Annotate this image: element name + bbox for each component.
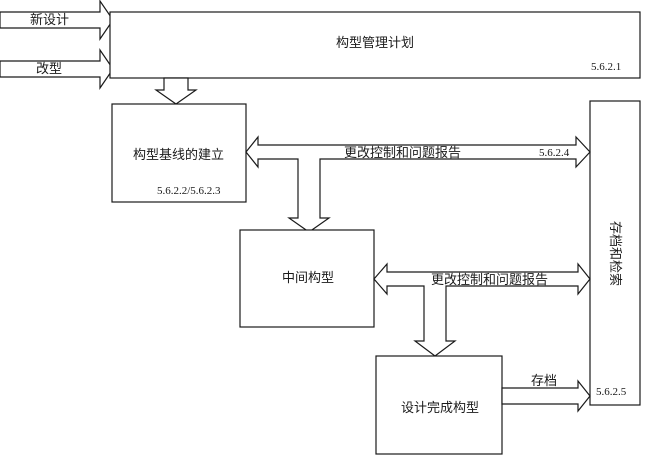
archive-section-number: 5.6.2.5 <box>596 386 627 398</box>
baseline-title: 构型基线的建立 <box>133 148 225 163</box>
archive-arrow <box>501 379 591 413</box>
final-box <box>375 355 503 455</box>
plan-to-baseline-arrow <box>154 77 198 105</box>
change-control-label-mid: 更改控制和问题报告 <box>431 273 549 288</box>
plan-section-number: 5.6.2.1 <box>591 61 622 73</box>
archive-arrow-label: 存档 <box>531 374 558 389</box>
input-label-new-design: 新设计 <box>30 13 70 28</box>
input-arrow-new-design <box>0 0 114 41</box>
archive-box <box>589 100 641 406</box>
archive-title: 存档和检索 <box>607 220 623 287</box>
plan-title: 构型管理计划 <box>336 36 415 51</box>
plan-box <box>109 11 641 79</box>
input-arrow-modification <box>0 48 114 90</box>
intermediate-title: 中间构型 <box>282 271 335 286</box>
change-control-label-top: 更改控制和问题报告 <box>344 146 462 161</box>
intermediate-box <box>239 229 375 328</box>
change-control-arrow-top <box>245 135 591 233</box>
change-control-section-number: 5.6.2.4 <box>539 147 570 159</box>
input-label-modification: 改型 <box>36 62 63 77</box>
baseline-section-number: 5.6.2.2/5.6.2.3 <box>157 185 221 197</box>
baseline-box <box>111 103 247 203</box>
change-control-arrow-mid <box>373 262 591 357</box>
final-title: 设计完成构型 <box>401 401 480 416</box>
